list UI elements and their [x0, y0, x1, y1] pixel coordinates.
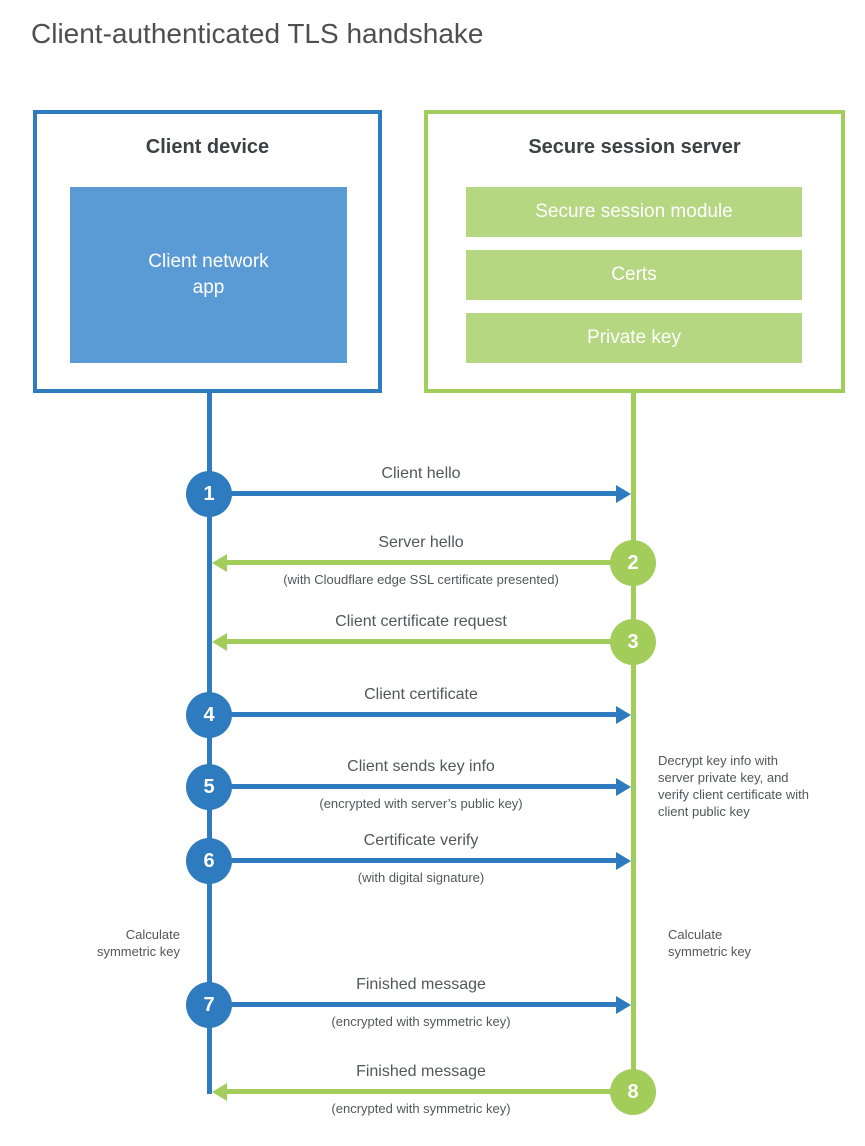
step-label: Finished message — [356, 1063, 486, 1080]
arrow-line — [210, 858, 616, 863]
step-number-badge: 3 — [610, 619, 656, 665]
arrow-right-icon — [616, 778, 631, 796]
step-sublabel: (encrypted with symmetric key) — [331, 1101, 511, 1116]
client-network-app-label: Client network app — [148, 251, 269, 298]
step-label: Server hello — [378, 534, 464, 551]
arrow-right-icon — [616, 485, 631, 503]
step-label: Certificate verify — [363, 832, 479, 849]
secure-session-server-title: Secure session server — [528, 136, 741, 158]
step-sublabel: (encrypted with symmetric key) — [331, 1014, 511, 1029]
client-device-title: Client device — [145, 136, 270, 158]
step-sublabel: (with Cloudflare edge SSL certificate pr… — [283, 572, 559, 587]
server-module-private-key: Private key — [466, 313, 802, 363]
client-network-app-box: Client network app — [70, 187, 347, 363]
step-label: Client sends key info — [347, 758, 495, 775]
decrypt-key-info-note: Decrypt key info with server private key… — [658, 753, 809, 819]
arrow-line — [210, 784, 616, 789]
arrow-left-icon — [212, 1083, 227, 1101]
step-number-badge: 4 — [186, 692, 232, 738]
arrow-line — [210, 712, 616, 717]
calculate-symmetric-key-client-note: Calculate symmetric key — [96, 927, 180, 959]
step-label: Client certificate — [364, 686, 478, 703]
step-number-badge: 5 — [186, 764, 232, 810]
step-label: Client certificate request — [335, 613, 507, 630]
arrow-line — [210, 491, 616, 496]
secure-session-server-box: Secure session server Secure session mod… — [424, 110, 845, 393]
arrow-line — [227, 639, 633, 644]
server-lifeline — [631, 393, 636, 1092]
step-number-badge: 7 — [186, 982, 232, 1028]
arrow-left-icon — [212, 633, 227, 651]
calculate-symmetric-key-server-note: Calculate symmetric key — [668, 927, 752, 959]
step-label: Client hello — [381, 465, 461, 482]
step-label: Finished message — [356, 976, 486, 993]
arrow-right-icon — [616, 706, 631, 724]
arrow-right-icon — [616, 852, 631, 870]
server-module-secure-session-module: Secure session module — [466, 187, 802, 237]
arrow-line — [227, 1089, 633, 1094]
arrow-line — [210, 1002, 616, 1007]
arrow-right-icon — [616, 996, 631, 1014]
server-module-certs: Certs — [466, 250, 802, 300]
step-sublabel: (encrypted with server’s public key) — [319, 796, 523, 811]
step-number-badge: 1 — [186, 471, 232, 517]
arrow-left-icon — [212, 554, 227, 572]
step-sublabel: (with digital signature) — [357, 870, 485, 885]
step-number-badge: 6 — [186, 838, 232, 884]
page-title: Client-authenticated TLS handshake — [31, 18, 484, 49]
client-lifeline — [207, 393, 212, 1094]
step-number-badge: 2 — [610, 540, 656, 586]
arrow-line — [227, 560, 633, 565]
client-device-box: Client device Client network app — [33, 110, 382, 393]
step-number-badge: 8 — [610, 1069, 656, 1115]
